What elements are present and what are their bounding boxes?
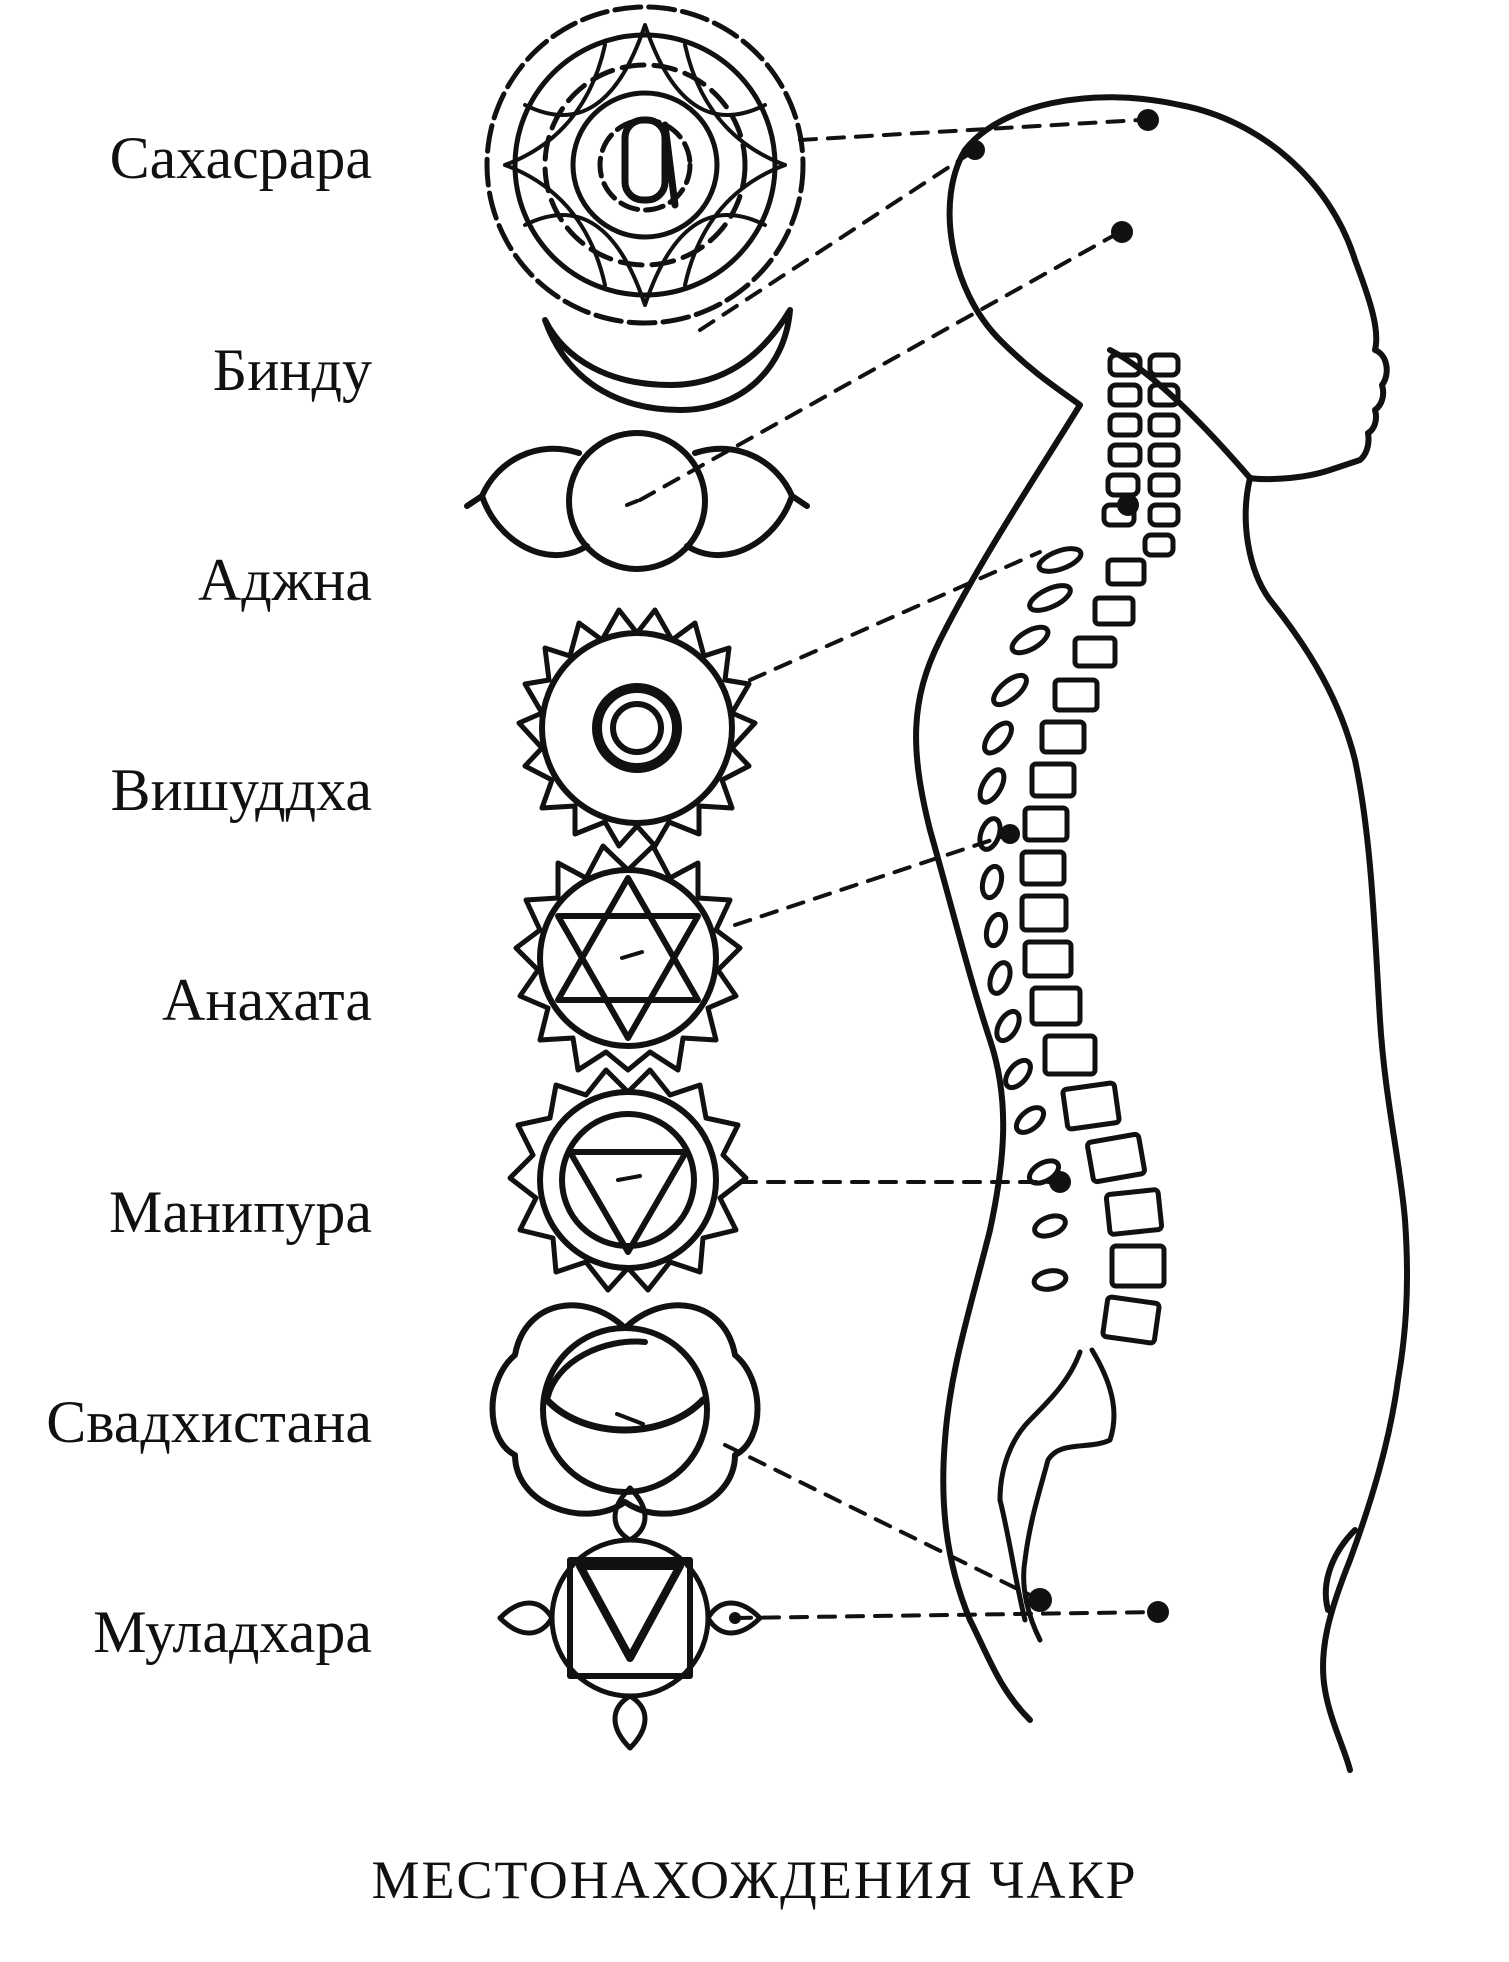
cervical-vertebrae (1101, 352, 1181, 558)
vertebral-processes (977, 546, 1084, 1292)
sahasrara-symbol-icon (484, 4, 806, 326)
connector-lines (638, 118, 1160, 1620)
label-muladhara: Муладхара (93, 1599, 372, 1665)
body-outline-icon (962, 94, 1411, 1773)
lumbar-vertebrae (1060, 1080, 1167, 1346)
muladhara-symbol-icon (497, 1485, 763, 1751)
sacrum-icon (1021, 1347, 1117, 1643)
label-manipura: Манипура (109, 1179, 372, 1245)
thoracic-vertebrae (1019, 557, 1147, 1077)
spine-icon (977, 352, 1181, 1643)
label-svadhisthana: Свадхистана (46, 1389, 372, 1455)
vishuddha-symbol-icon (516, 607, 758, 849)
label-sahasrara: Сахасрара (109, 125, 372, 191)
manipura-symbol-icon (507, 1067, 749, 1293)
chakra-points (965, 109, 1169, 1623)
svadhisthana-symbol-icon (489, 1302, 761, 1517)
label-bindu: Бинду (212, 337, 372, 403)
bindu-crescent-icon (542, 307, 793, 413)
diagram-caption: МЕСТОНАХОЖДЕНИЯ ЧАКР (371, 1850, 1138, 1910)
anahata-symbol-icon (513, 843, 743, 1073)
label-vishuddha: Вишуддха (110, 757, 372, 823)
ajna-symbol-icon (464, 430, 810, 572)
label-anahata: Анахата (162, 967, 372, 1033)
back-outline-icon (913, 147, 1083, 1723)
chakra-labels-column: Сахасрара Бинду Аджна Вишуддха Анахата М… (0, 0, 400, 1962)
label-ajna: Аджна (197, 547, 372, 613)
